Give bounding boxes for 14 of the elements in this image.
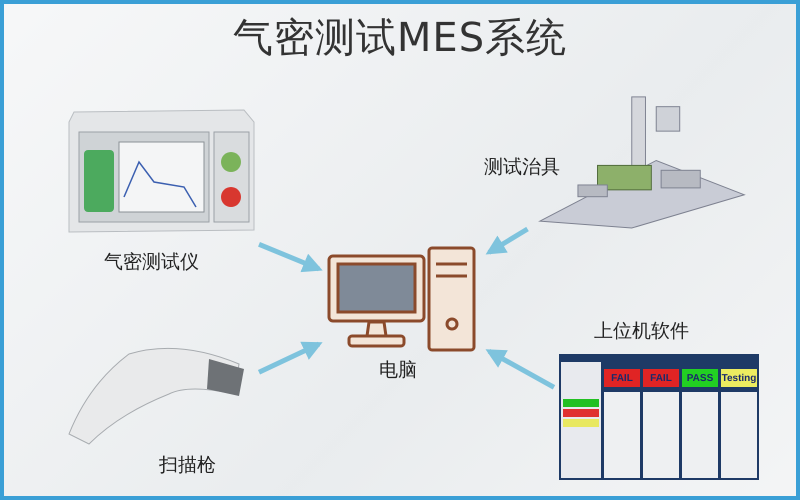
arrow xyxy=(486,226,529,255)
node-label: 气密测试仪 xyxy=(104,250,199,275)
arrow xyxy=(486,349,556,390)
node-label: 电脑 xyxy=(379,358,417,383)
node-label: 上位机软件 xyxy=(594,319,689,344)
status-indicator: Testing xyxy=(721,369,757,387)
status-indicator: FAIL xyxy=(643,369,679,387)
diagram-title: 气密测试MES系统 xyxy=(232,14,568,63)
status-indicator: PASS xyxy=(682,369,718,387)
node-label: 测试治具 xyxy=(484,155,560,180)
status-indicator: FAIL xyxy=(604,369,640,387)
arrow xyxy=(258,242,323,272)
node-label: 扫描枪 xyxy=(159,453,216,478)
arrow xyxy=(258,342,323,374)
